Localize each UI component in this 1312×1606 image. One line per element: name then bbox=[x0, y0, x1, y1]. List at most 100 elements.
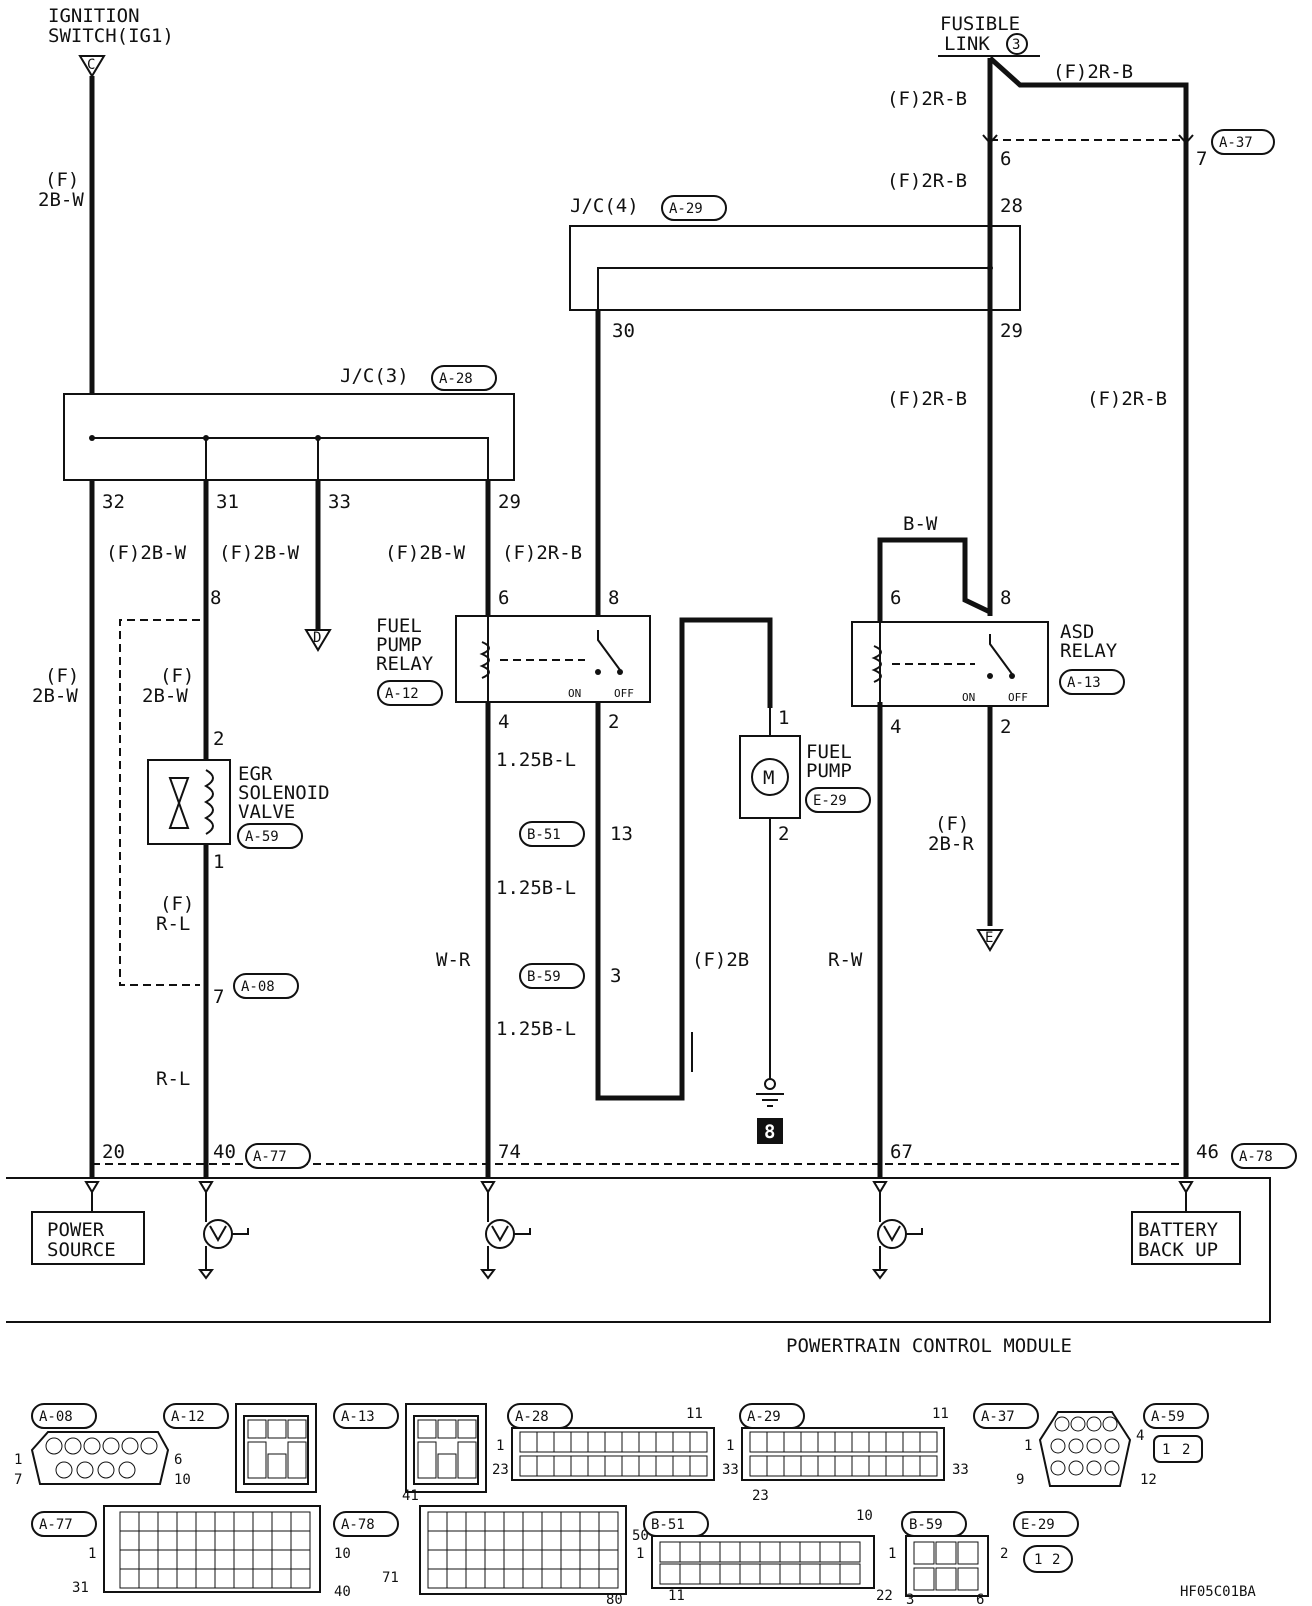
connector-a77: A-77 bbox=[253, 1149, 287, 1165]
fpr-connector: A-12 bbox=[385, 686, 419, 702]
connector-cavity bbox=[919, 1455, 938, 1477]
connector-cavity bbox=[247, 1441, 267, 1479]
connector-a37-pill bbox=[1211, 129, 1275, 155]
egr-label-1: EGR bbox=[238, 763, 273, 785]
connector-cavity bbox=[1104, 1460, 1120, 1476]
legend-a77-n31: 31 bbox=[72, 1580, 89, 1596]
jc3-connector-pill bbox=[431, 365, 497, 391]
legend-a29-n23: 23 bbox=[752, 1488, 769, 1504]
connector-b59: B-59 bbox=[527, 969, 561, 985]
fusible-link-number: 3 bbox=[1012, 37, 1020, 53]
pcm-power-label-2: SOURCE bbox=[47, 1239, 116, 1261]
jc3-node-33 bbox=[315, 435, 321, 441]
connector-cavity bbox=[935, 1567, 957, 1591]
connector-cavity bbox=[1086, 1416, 1102, 1432]
egr-connector: A-59 bbox=[245, 829, 279, 845]
legend-a29-n11: 11 bbox=[932, 1406, 949, 1422]
legend-a78-label: A-78 bbox=[341, 1517, 375, 1533]
legend-b51-label: B-51 bbox=[651, 1517, 685, 1533]
pump-connector-pill bbox=[805, 787, 871, 813]
connector-cavity bbox=[957, 1541, 979, 1565]
connector-cavity bbox=[118, 1461, 136, 1479]
legend-b59-label: B-59 bbox=[909, 1517, 943, 1533]
legend-e29-n1: 1 bbox=[1034, 1552, 1042, 1568]
pin-jc4-30: 30 bbox=[612, 320, 635, 342]
pin-pcm-40: 40 bbox=[213, 1141, 236, 1163]
asd-connector-pill bbox=[1059, 669, 1125, 695]
connector-a08-dashline bbox=[119, 619, 200, 986]
connector-cavity bbox=[247, 1419, 267, 1439]
connector-cavity bbox=[1068, 1438, 1084, 1454]
connector-a77-pill bbox=[245, 1143, 311, 1169]
fpr-off-contact bbox=[617, 669, 623, 675]
wire-label-125bl-3: 1.25B-L bbox=[496, 1018, 576, 1040]
wire-label-2rb-asd: (F)2R-B bbox=[887, 388, 967, 410]
wire-label-bw: B-W bbox=[903, 513, 938, 535]
wire-label-2bw-relay: (F)2B-W bbox=[385, 542, 466, 564]
connector-cavity bbox=[83, 1437, 101, 1455]
pump-label-2: PUMP bbox=[806, 760, 852, 782]
connector-cavity bbox=[457, 1419, 477, 1439]
legend-b51-n11: 11 bbox=[668, 1588, 685, 1604]
wire-label-2bw-egr-lower: 2B-W bbox=[142, 685, 188, 707]
connector-cavity bbox=[689, 1431, 708, 1453]
pin-pcm-74: 74 bbox=[498, 1141, 521, 1163]
fpr-label-2: PUMP bbox=[376, 634, 422, 656]
connector-cavity bbox=[267, 1419, 287, 1439]
legend-a28-n33: 33 bbox=[722, 1462, 739, 1478]
wire-label-f-egr: (F) bbox=[160, 665, 194, 687]
pin-asd-6: 6 bbox=[890, 587, 901, 609]
pcm-driver-67 bbox=[872, 1192, 923, 1280]
wire-label-f-rl: (F) bbox=[160, 893, 194, 915]
connector-a78-pill bbox=[1231, 1143, 1297, 1169]
pcm-terminal-46 bbox=[1178, 1181, 1194, 1194]
pcm-power-label-1: POWER bbox=[47, 1219, 105, 1241]
wire-relay-to-fuel-pump bbox=[595, 617, 773, 1101]
legend-a77: A-77 1 31 10 40 bbox=[31, 1505, 351, 1600]
legend-a13: A-13 bbox=[333, 1403, 487, 1493]
legend-a37-label: A-37 bbox=[981, 1409, 1015, 1425]
wire-label-2bw-top: 2B-W bbox=[38, 189, 84, 211]
wire-label-2bw-left: 2B-W bbox=[32, 685, 78, 707]
asd-off-contact bbox=[1009, 673, 1015, 679]
pin-pump-1: 1 bbox=[778, 707, 789, 729]
pin-fpr-6: 6 bbox=[498, 587, 509, 609]
motor-letter: M bbox=[763, 767, 774, 789]
asd-on-contact bbox=[987, 673, 993, 679]
ground-number: 8 bbox=[764, 1121, 775, 1143]
pin-fpr-8: 8 bbox=[608, 587, 619, 609]
fusible-link-label-2: LINK bbox=[944, 33, 990, 55]
wire-label-2b: (F)2B bbox=[692, 949, 749, 971]
asd-connector: A-13 bbox=[1067, 675, 1101, 691]
marker-e-letter: E bbox=[985, 930, 993, 946]
legend-e29-label: E-29 bbox=[1021, 1517, 1055, 1533]
connector-cavity bbox=[1086, 1460, 1102, 1476]
legend-a08-label: A-08 bbox=[39, 1409, 73, 1425]
legend-a37-n12: 12 bbox=[1140, 1472, 1157, 1488]
connector-cavity bbox=[76, 1461, 94, 1479]
legend-a37: A-37 1 4 9 12 bbox=[973, 1403, 1157, 1488]
jc4-connector: A-29 bbox=[669, 201, 703, 217]
legend-b59: B-59 1 2 3 6 bbox=[888, 1511, 1008, 1606]
legend-a37-n9: 9 bbox=[1016, 1472, 1024, 1488]
connector-cavity bbox=[1050, 1460, 1066, 1476]
pin-jc3-31: 31 bbox=[216, 491, 239, 513]
pin-b59-3: 3 bbox=[610, 965, 621, 987]
wire-label-rl-lower: R-L bbox=[156, 1068, 190, 1090]
pcm-driver-74 bbox=[480, 1192, 531, 1280]
connector-cavity bbox=[55, 1461, 73, 1479]
pin-pcm-46: 46 bbox=[1196, 1141, 1219, 1163]
legend-a78-n71: 71 bbox=[382, 1570, 399, 1586]
legend-a37-n1: 1 bbox=[1024, 1438, 1032, 1454]
legend-b59-n1: 1 bbox=[888, 1546, 896, 1562]
pin-pcm-20: 20 bbox=[102, 1141, 125, 1163]
connector-cavity bbox=[689, 1455, 708, 1477]
fpr-coil-icon bbox=[479, 641, 490, 679]
pin-asd-2: 2 bbox=[1000, 716, 1011, 738]
jc4-connector-pill bbox=[661, 195, 727, 221]
pin-egr-2: 2 bbox=[213, 728, 224, 750]
legend-a37-n4: 4 bbox=[1136, 1428, 1144, 1444]
connector-cavity bbox=[913, 1541, 935, 1565]
wire-label-f-2br: (F) bbox=[935, 813, 969, 835]
